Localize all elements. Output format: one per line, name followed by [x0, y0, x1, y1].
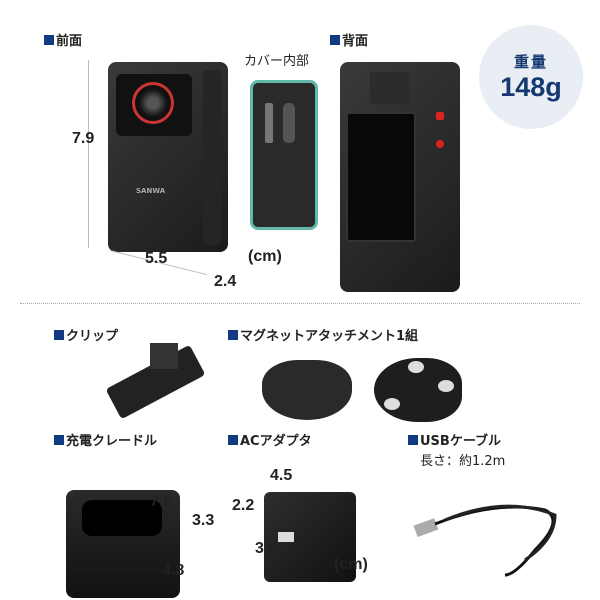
adapter-depth: 3.6: [255, 540, 278, 557]
cradle-width: 7.8: [150, 493, 173, 510]
square-bullet-icon: [44, 34, 54, 45]
section-divider: [20, 303, 580, 304]
usb-label: USBケーブル: [408, 430, 501, 449]
front-label: 前面: [44, 30, 82, 49]
cable-loop: [444, 504, 557, 562]
magnet-front-image: [262, 360, 352, 420]
screen: [346, 112, 416, 242]
camera-front-image: SANWA: [108, 62, 228, 252]
square-bullet-icon: [330, 34, 340, 45]
weight-title: 重量: [513, 53, 548, 71]
square-bullet-icon: [408, 434, 418, 445]
cover-inside-image: [250, 80, 318, 230]
brand-logo: SANWA: [136, 187, 166, 195]
weight-badge: 重量 148g: [479, 25, 583, 129]
unit-label: (cm): [248, 248, 282, 265]
record-button-icon: [436, 112, 444, 120]
weight-value: 148g: [500, 72, 562, 102]
cradle-label: 充電クレードル: [54, 430, 157, 449]
sd-slot: [265, 103, 273, 143]
usb-port-icon: [278, 532, 294, 542]
cover-label: カバー内部: [244, 54, 310, 69]
side-cover: [203, 70, 221, 245]
clip-mount: [370, 72, 410, 104]
magnet-back-image: [374, 358, 462, 422]
adapter-label-text: ACアダプタ: [240, 434, 312, 449]
adapter-height: 2.2: [232, 497, 255, 514]
height-dimension-line: [88, 60, 89, 248]
lens-icon: [132, 82, 174, 124]
cradle-image: [66, 490, 180, 598]
square-bullet-icon: [54, 434, 64, 445]
adapter-unit: (cm): [334, 556, 368, 573]
cradle-label-text: 充電クレードル: [66, 434, 158, 449]
magnet-dot: [408, 361, 424, 373]
square-bullet-icon: [228, 329, 238, 340]
magnet-label: マグネットアタッチメント1組: [228, 325, 418, 344]
magnet-label-text: マグネットアタッチメント1組: [240, 329, 419, 344]
clip-mount-image: [150, 343, 178, 369]
magnet-dot: [384, 398, 400, 410]
magnet-dot: [438, 380, 454, 392]
usb-c-port: [283, 103, 295, 143]
usb-label-text: USBケーブル: [420, 434, 502, 449]
adapter-image: [264, 492, 356, 582]
adapter-width: 4.5: [270, 467, 293, 484]
height-dimension: 7.9: [72, 130, 95, 147]
cradle-depth: 4.8: [162, 562, 185, 579]
cradle-height: 3.3: [192, 512, 215, 529]
clip-label: クリップ: [54, 325, 118, 344]
adapter-label: ACアダプタ: [228, 430, 312, 449]
back-label-text: 背面: [342, 34, 369, 49]
usb-length: 長さ：約1.2m: [420, 454, 506, 469]
square-bullet-icon: [228, 434, 238, 445]
depth-dimension: 2.4: [214, 273, 237, 290]
width-dimension: 5.5: [145, 250, 168, 267]
power-button-icon: [436, 140, 444, 148]
clip-label-text: クリップ: [66, 329, 119, 344]
front-label-text: 前面: [56, 34, 83, 49]
usb-a-plug: [413, 518, 439, 538]
square-bullet-icon: [54, 329, 64, 340]
usb-cable-image: [413, 504, 557, 577]
camera-back-image: [340, 62, 460, 292]
cradle-slot: [82, 500, 162, 536]
back-label: 背面: [330, 30, 368, 49]
